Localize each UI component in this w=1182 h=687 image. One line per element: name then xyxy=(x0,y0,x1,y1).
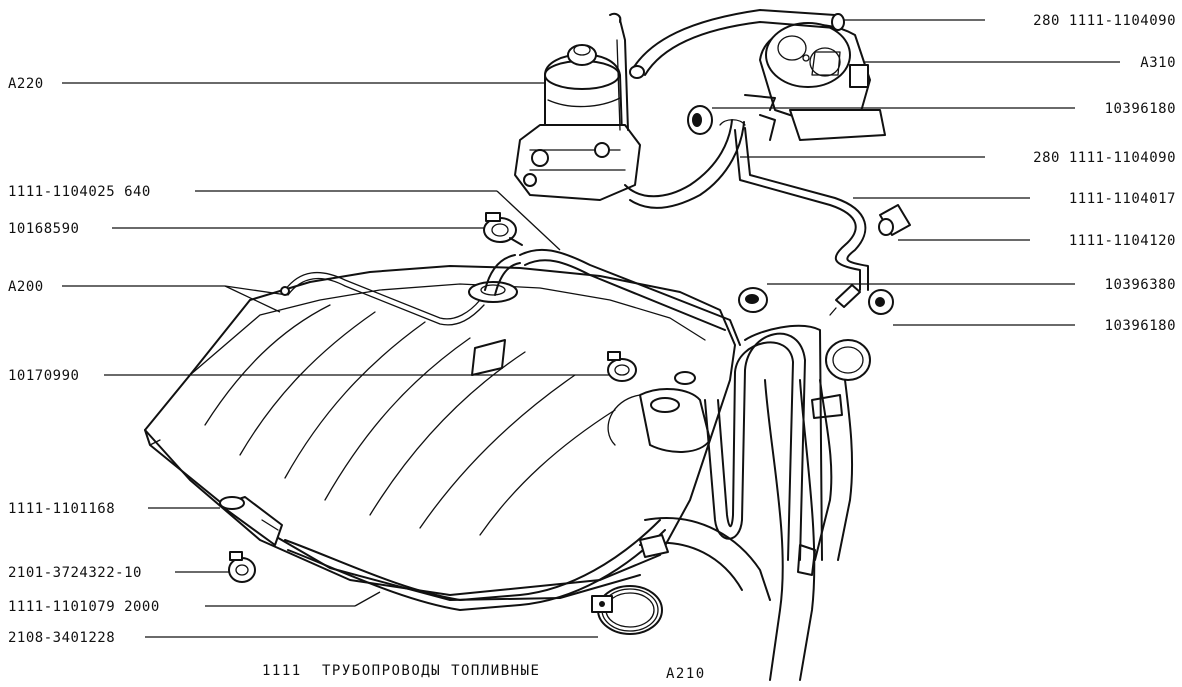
label-2101-3724322-10: 2101-3724322-10 xyxy=(8,565,142,581)
label-10170990: 10170990 xyxy=(8,368,79,384)
return-line xyxy=(280,271,485,326)
label-1111-1101168: 1111-1101168 xyxy=(8,501,115,517)
label-280-1111-1104090-top: 280 1111-1104090 xyxy=(1033,13,1176,29)
hose-clamp-tank xyxy=(607,351,637,382)
lower-hose xyxy=(219,496,666,611)
hose-clamp-large xyxy=(591,585,663,635)
leader-lines xyxy=(62,19,1120,638)
filler-pipe xyxy=(639,339,871,681)
fuel-line xyxy=(484,248,741,346)
steel-line xyxy=(719,119,869,291)
grommet-upper xyxy=(687,105,713,135)
clamp-filler xyxy=(639,534,669,558)
diagram-caption: 1111 ТРУБОПРОВОДЫ ТОПЛИВНЫЕ A210 xyxy=(262,663,706,682)
label-10396180-bottom: 10396180 xyxy=(1105,318,1176,334)
hose-clamp-small xyxy=(228,551,256,583)
label-10168590: 10168590 xyxy=(8,221,79,237)
label-10396180-top: 10396180 xyxy=(1105,101,1176,117)
label-280-1111-1104090-mid: 280 1111-1104090 xyxy=(1033,150,1176,166)
carburetor xyxy=(744,22,886,141)
part-labels-right: 280 1111-1104090 A310 10396180 280 1111-… xyxy=(1033,13,1176,334)
caption-title: ТРУБОПРОВОДЫ ТОПЛИВНЫЕ xyxy=(322,663,540,679)
grommet-lower xyxy=(868,289,894,315)
grommet-middle xyxy=(738,287,768,313)
caption-code: A210 xyxy=(666,666,706,682)
carb-feed-hose xyxy=(629,9,845,79)
label-a200: A200 xyxy=(8,279,44,295)
label-1111-1104025: 1111-1104025 640 xyxy=(8,184,151,200)
label-1111-1104017: 1111-1104017 xyxy=(1069,191,1176,207)
label-a220: A220 xyxy=(8,76,44,92)
label-a310: A310 xyxy=(1140,55,1176,71)
label-10396380: 10396380 xyxy=(1105,277,1176,293)
part-labels-left: A220 1111-1104025 640 10168590 A200 1017… xyxy=(8,76,160,646)
fuel-tank xyxy=(144,265,736,601)
label-1111-1101079: 1111-1101079 2000 xyxy=(8,599,160,615)
label-1111-1104120: 1111-1104120 xyxy=(1069,233,1176,249)
caption-part-number: 1111 xyxy=(262,663,302,679)
vent-hose xyxy=(704,324,823,561)
connector-pipe xyxy=(829,284,861,316)
hose-section xyxy=(878,204,911,236)
fuel-pump xyxy=(514,12,641,201)
label-2108-3401228: 2108-3401228 xyxy=(8,630,115,646)
hose-clamp-top xyxy=(483,212,523,246)
pump-outlet-hose xyxy=(624,119,745,209)
